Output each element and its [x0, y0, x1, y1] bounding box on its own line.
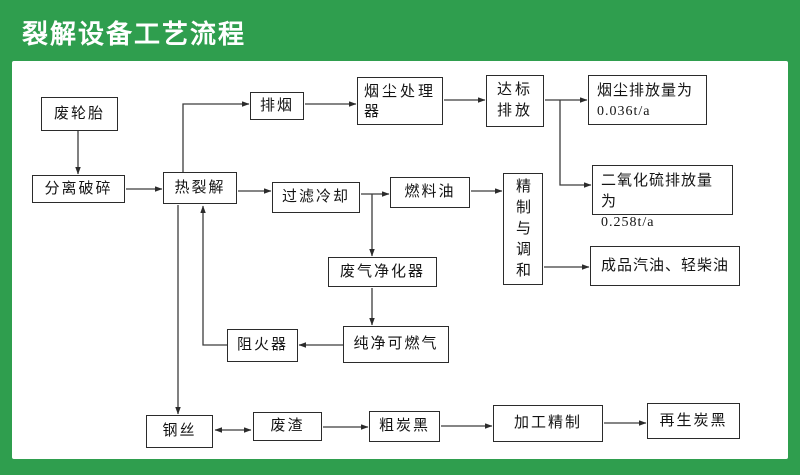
node-flame-arrester: 阻火器: [227, 329, 298, 362]
node-regenerated-carbon-black: 再生炭黑: [647, 403, 740, 439]
node-crude-carbon-black: 粗炭黑: [369, 411, 440, 442]
node-waste-gas-purifier: 废气净化器: [328, 257, 437, 287]
dust-emission-value: 0.036t/a: [597, 104, 651, 119]
node-filter-cooling: 过滤冷却: [272, 182, 360, 213]
node-dust-processor: 烟尘处理器: [357, 77, 443, 125]
node-thermal-pyrolysis: 热裂解: [163, 172, 237, 204]
node-separation-crushing: 分离破碎: [32, 175, 125, 203]
so2-emission-label: 二氧化硫排放量为: [601, 173, 714, 210]
node-smoke-exhaust: 排烟: [250, 92, 304, 120]
node-waste-tires: 废轮胎: [41, 97, 118, 131]
node-so2-emission: 二氧化硫排放量为 0.258t/a: [592, 165, 733, 230]
node-fuel-oil: 燃料油: [390, 177, 470, 208]
node-refine-and-blend: 精制与调和: [503, 173, 543, 285]
node-finished-gasoline-diesel: 成品汽油、轻柴油: [590, 246, 740, 286]
node-waste-residue: 废渣: [253, 412, 322, 441]
so2-emission-value: 0.258t/a: [601, 215, 655, 230]
node-processing-refine: 加工精制: [493, 405, 603, 442]
page-title: 裂解设备工艺流程: [22, 19, 247, 49]
node-pure-combustible-gas: 纯净可燃气: [343, 326, 449, 363]
node-steel-wire: 钢丝: [146, 415, 213, 448]
dust-emission-label: 烟尘排放量为: [597, 83, 694, 99]
node-standard-discharge: 达标排放: [486, 75, 544, 127]
node-dust-emission: 烟尘排放量为 0.036t/a: [588, 75, 707, 125]
